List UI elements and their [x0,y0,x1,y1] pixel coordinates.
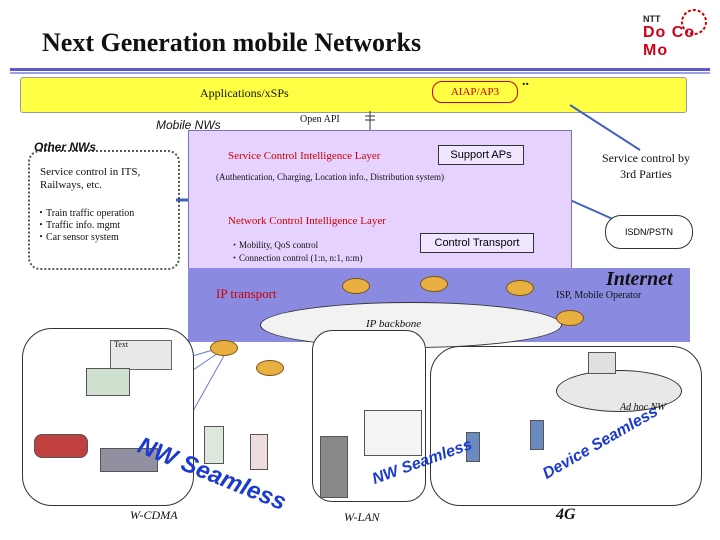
building-icon [320,436,348,498]
applications-bar [20,77,687,113]
car-icon [34,434,88,458]
logo-docomo-text: Do Co Mo [643,24,696,59]
docomo-logo-icon [681,9,707,35]
ip-backbone-label: IP backbone [366,318,422,330]
third-party-service-control: Service control by 3rd Parties [602,151,690,181]
router-icon [342,278,370,294]
wlan-label: W-LAN [344,510,380,524]
control-transport-box: Control Transport [420,233,534,253]
page-title: Next Generation mobile Networks [42,28,422,57]
train-icon [86,368,130,396]
router-icon [420,276,448,292]
authentication-line: (Authentication, Charging, Location info… [216,172,445,182]
other-nws-box [28,150,180,270]
other-nws-label: Other NWs [34,140,97,154]
other-service-control-text: Service control in ITS, Railways, etc. [40,166,141,191]
bullet-car-sensor: ・Car sensor system [36,232,119,243]
router-icon [506,280,534,296]
service-control-layer-label: Service Control Intelligence Layer [228,150,381,162]
mobile-phone-icon [204,426,224,464]
pda-icon [588,352,616,374]
text-display-label: Text [114,340,129,349]
applications-label: Applications/xSPs [200,86,289,100]
mobile-phone-icon [250,434,268,470]
wcdma-label: W-CDMA [130,508,178,522]
bullet-traffic: ・Traffic info. mgmt [36,220,121,231]
mobility-bullet: ・Mobility, QoS control [230,240,319,250]
adhoc-network-label: Ad hoc NW [620,402,666,413]
open-api-label: Open API [300,114,340,125]
title-divider [10,68,710,71]
wlan-hub-icon [364,410,422,456]
aiap-ellipsis: .. [522,74,529,89]
network-control-layer-label: Network Control Intelligence Layer [228,215,386,227]
4g-label: 4G [556,506,576,523]
connection-bullet: ・Connection control (1:n, n:1, n:m) [230,253,363,263]
support-aps-box: Support APs [438,145,524,165]
person-icon [466,432,480,462]
router-icon [210,340,238,356]
router-icon [256,360,284,376]
logo-ntt-text: NTT [643,14,661,24]
internet-label: Internet [606,268,673,290]
adhoc-network-ellipse [556,370,682,412]
ip-transport-label: IP transport [216,286,277,301]
title-divider-secondary [10,72,710,74]
bullet-train: ・Train traffic operation [36,208,135,219]
ship-icon [100,448,158,472]
4g-access-area [430,346,702,506]
aiap-badge: AIAP/AP3 [432,81,518,103]
person-icon [530,420,544,450]
isp-label: ISP, Mobile Operator [556,290,642,301]
text-display-panel [110,340,172,370]
isdn-pstn-cloud: ISDN/PSTN [605,215,693,249]
router-icon [556,310,584,326]
other-nws-bullets: ・Train traffic operation ・Traffic info. … [36,208,134,244]
mobile-nws-label: Mobile NWs [156,118,221,132]
